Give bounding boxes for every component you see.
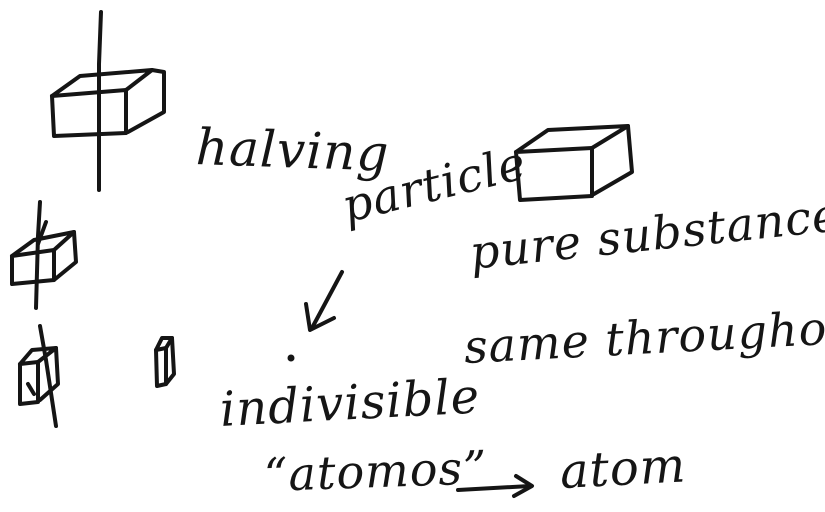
- particle-pointer-arrow: [304, 270, 344, 332]
- label-atom: atom: [558, 437, 688, 500]
- label-halving: halving: [194, 118, 391, 183]
- medium-cube-being-halved: [10, 200, 78, 310]
- small-cube-being-halved: [18, 324, 60, 428]
- pure-substance-cube: [514, 124, 634, 202]
- particle-dot: [287, 354, 295, 362]
- atomos-to-atom-arrow: [456, 474, 534, 498]
- tiny-prism: [154, 336, 176, 388]
- large-cube-being-halved: [50, 10, 166, 192]
- label-atomos: “atomos”: [263, 440, 489, 502]
